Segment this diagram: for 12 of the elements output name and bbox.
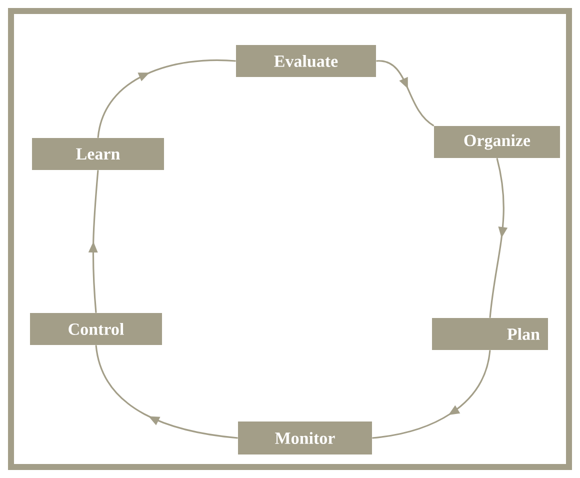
step-box: Plan — [432, 318, 548, 350]
arrow — [95, 345, 238, 439]
step-box: Monitor — [238, 421, 372, 454]
step-box: Control — [30, 312, 162, 345]
arrow — [97, 59, 236, 138]
arrow — [489, 158, 508, 318]
arrow — [372, 350, 491, 439]
arrow — [88, 170, 99, 313]
arrow — [376, 60, 434, 126]
step-box: Organize — [434, 126, 560, 158]
step-box: Evaluate — [236, 44, 376, 77]
step-box: Learn — [32, 138, 164, 170]
